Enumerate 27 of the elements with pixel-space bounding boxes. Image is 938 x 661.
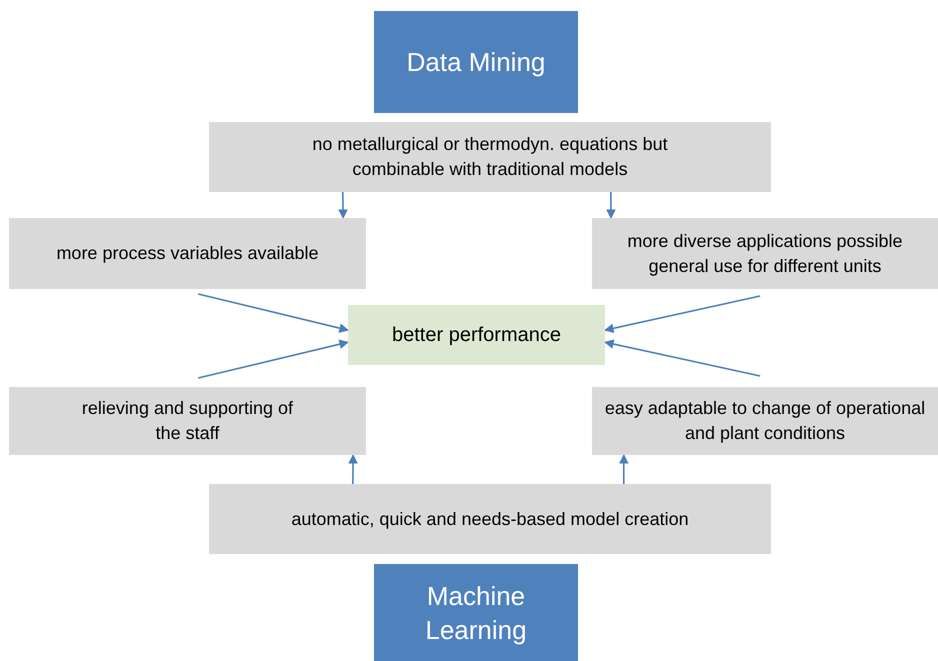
statement-box (209, 484, 771, 554)
arrow (619, 454, 629, 484)
arrow (604, 339, 760, 377)
result-box (348, 305, 605, 365)
title-box (374, 564, 578, 661)
box-text: relieving and supporting of the staff (80, 397, 294, 445)
arrow (198, 340, 349, 379)
title-box (374, 11, 578, 113)
arrow (198, 293, 349, 333)
box-text: Data Mining (406, 46, 546, 79)
box-text: easy adaptable to change of operational and plant conditions (604, 397, 926, 445)
arrow (604, 295, 760, 334)
statement-box (9, 218, 366, 289)
box-text: more process variables available (56, 242, 319, 265)
arrow (348, 454, 358, 484)
box-text: more diverse applications possible (627, 230, 903, 253)
statement-box (9, 387, 366, 455)
statement-box (592, 387, 938, 455)
arrow (338, 192, 348, 219)
arrow (606, 192, 616, 219)
statement-box (592, 218, 938, 289)
box-text: no metallurgical or thermodyn. equations but combinable with traditional models (311, 133, 669, 181)
box-text: automatic, quick and needs-based model creation (291, 508, 689, 531)
box-text: Machine Learning (424, 580, 528, 646)
statement-box (209, 122, 771, 192)
box-text: better performance (392, 323, 561, 348)
box-text: general use for different units (648, 254, 882, 278)
